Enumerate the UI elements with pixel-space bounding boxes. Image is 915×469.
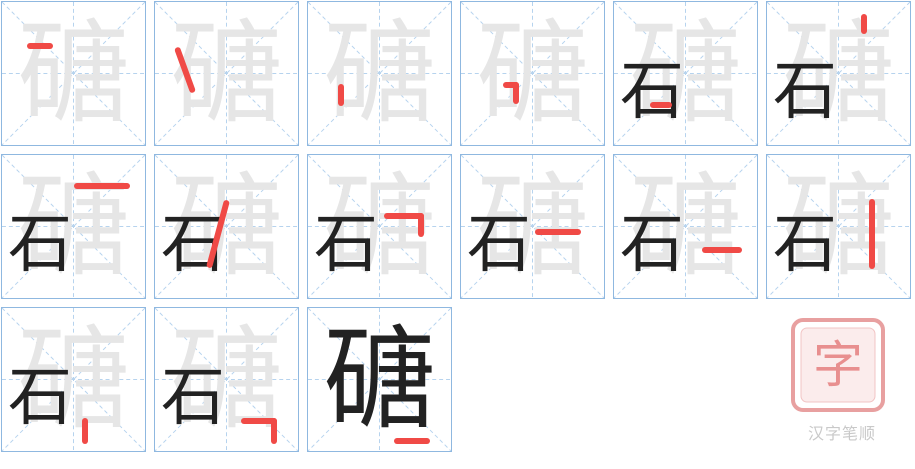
guide-lines [461, 155, 604, 298]
ghost-character: 磄 [170, 161, 283, 292]
completed-strokes: 石 [8, 207, 72, 282]
guide-lines [2, 2, 145, 145]
ghost-character: 磄 [629, 8, 742, 139]
stroke-step-cell: 磄石 [766, 1, 911, 146]
ghost-character: 磄 [17, 8, 130, 139]
current-stroke-highlight [418, 213, 424, 237]
ghost-character: 磄 [323, 8, 436, 139]
current-stroke-highlight [82, 418, 88, 444]
ghost-character: 磄 [476, 161, 589, 292]
guide-lines [2, 155, 145, 298]
stroke-step-cell: 磄 [154, 1, 299, 146]
current-stroke-highlight [503, 82, 519, 88]
guide-lines [767, 2, 910, 145]
stroke-step-cell: 磄石 [766, 154, 911, 299]
current-stroke-highlight [271, 418, 277, 444]
guide-lines [155, 2, 298, 145]
current-stroke-highlight [513, 82, 519, 104]
current-stroke-highlight [650, 102, 672, 108]
guide-lines [155, 155, 298, 298]
stroke-step-cell: 磄石 [307, 154, 452, 299]
stroke-step-cell: 磄石 [154, 307, 299, 452]
current-stroke-highlight [241, 418, 277, 424]
current-stroke-highlight [338, 84, 344, 106]
guide-lines [308, 155, 451, 298]
guide-lines [614, 155, 757, 298]
stroke-step-cell: 磄石 [1, 154, 146, 299]
completed-strokes: 石 [161, 207, 225, 282]
completed-strokes: 石 [314, 207, 378, 282]
completed-strokes: 石 [161, 360, 225, 435]
brand-label: 汉字笔顺 [807, 424, 876, 443]
current-stroke-highlight [702, 247, 742, 253]
ghost-character: 磄 [323, 161, 436, 292]
ghost-character: 磄 [17, 314, 130, 445]
current-stroke-highlight [27, 43, 53, 49]
stroke-step-cell: 磄石 [154, 154, 299, 299]
guide-lines [308, 308, 451, 451]
current-stroke-highlight [869, 199, 875, 269]
current-stroke-highlight [861, 14, 867, 34]
logo-glyph: 字 [813, 336, 863, 394]
current-stroke-highlight [535, 229, 581, 235]
current-stroke-highlight [384, 213, 424, 219]
logo-seal-icon: 字 [789, 316, 887, 414]
completed-strokes: 磄 [323, 314, 436, 445]
guide-lines [461, 2, 604, 145]
completed-strokes: 石 [773, 207, 837, 282]
stroke-step-cell: 磄 [307, 1, 452, 146]
ghost-character: 磄 [170, 8, 283, 139]
stroke-step-cell: 磄 [1, 1, 146, 146]
ghost-character: 磄 [629, 161, 742, 292]
current-stroke-highlight [394, 438, 430, 444]
completed-strokes: 石 [620, 54, 684, 129]
stroke-step-cell: 磄石 [460, 154, 605, 299]
stroke-step-cell: 磄 [460, 1, 605, 146]
ghost-character: 磄 [476, 8, 589, 139]
stroke-step-cell: 磄石 [1, 307, 146, 452]
stroke-step-cell: 磄磄 [307, 307, 452, 452]
ghost-character: 磄 [323, 314, 436, 445]
completed-strokes: 石 [773, 54, 837, 129]
guide-lines [767, 155, 910, 298]
current-stroke-highlight [74, 183, 130, 189]
guide-lines [614, 2, 757, 145]
ghost-character: 磄 [17, 161, 130, 292]
completed-strokes: 石 [8, 360, 72, 435]
ghost-character: 磄 [782, 161, 895, 292]
ghost-character: 磄 [170, 314, 283, 445]
guide-lines [2, 308, 145, 451]
completed-strokes: 石 [467, 207, 531, 282]
stroke-step-cell: 磄石 [613, 1, 758, 146]
ghost-character: 磄 [782, 8, 895, 139]
completed-strokes: 石 [620, 207, 684, 282]
guide-lines [308, 2, 451, 145]
stroke-step-cell: 磄石 [613, 154, 758, 299]
